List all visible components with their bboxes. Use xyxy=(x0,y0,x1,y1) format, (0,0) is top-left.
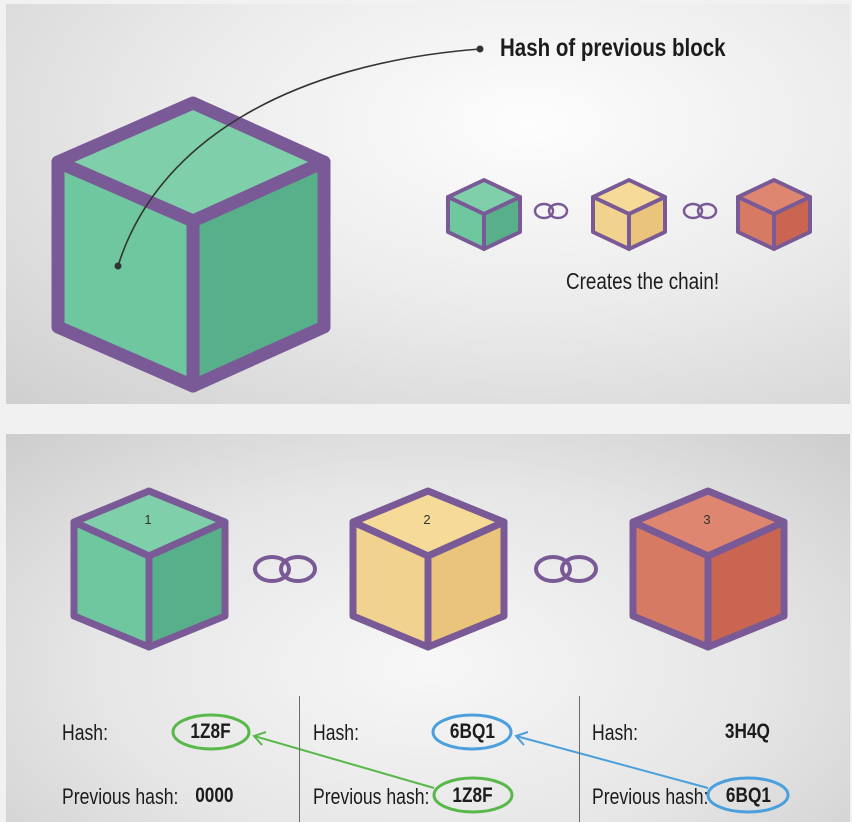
chain-link-icon-2 xyxy=(534,555,598,583)
small-chain-link-icon-1 xyxy=(533,202,569,220)
bottom-diagram xyxy=(70,487,790,814)
bottom-panel: 1 2 3 Hash: 1Z8F Previous hash: 0000 Has… xyxy=(6,434,850,822)
green-arrow-line xyxy=(253,735,435,789)
large-block-icon xyxy=(51,96,331,393)
block-3-previous-hash-value: 6BQ1 xyxy=(725,784,771,807)
block-1-previous-hash-label: Previous hash: xyxy=(62,784,179,809)
block-2-number: 2 xyxy=(423,512,431,527)
small-yellow-block-icon xyxy=(591,178,667,251)
top-panel: Hash of previous block Creates the chain… xyxy=(6,4,850,404)
block-2-icon xyxy=(349,487,508,651)
block-2-previous-hash-value: 1Z8F xyxy=(452,784,494,807)
hash-1-highlight-circle xyxy=(171,713,251,751)
column-divider-1 xyxy=(299,696,300,822)
block-1-number: 1 xyxy=(144,512,152,527)
pointer-line xyxy=(117,48,481,267)
block-1-icon xyxy=(70,487,229,651)
column-divider-2 xyxy=(579,696,580,822)
block-3-previous-hash-label: Previous hash: xyxy=(592,784,709,809)
hash-2-highlight-circle xyxy=(431,713,513,751)
block-2-previous-hash-label: Previous hash: xyxy=(313,784,430,809)
block-2-hash-value: 6BQ1 xyxy=(449,720,495,743)
chain-caption: Creates the chain! xyxy=(566,268,720,294)
prev-hash-3-highlight-circle xyxy=(706,776,790,814)
blue-arrow-head xyxy=(514,731,529,746)
chain-link-icon-1 xyxy=(253,555,317,583)
block-3-hash-label: Hash: xyxy=(592,720,638,745)
top-diagram xyxy=(51,45,812,393)
small-chain-link-icon-2 xyxy=(682,202,718,220)
blue-arrow-line xyxy=(515,735,709,789)
pointer-dot-start xyxy=(114,262,122,270)
block-3-icon xyxy=(629,487,788,651)
small-red-block-icon xyxy=(736,178,812,251)
block-2-hash-label: Hash: xyxy=(313,720,359,745)
block-1-previous-hash-value: 0000 xyxy=(194,784,234,807)
pointer-dot-end xyxy=(476,45,484,53)
block-3-hash-value: 3H4Q xyxy=(724,720,770,743)
hash-of-previous-block-label: Hash of previous block xyxy=(500,34,726,62)
block-1-hash-label: Hash: xyxy=(62,720,108,745)
block-3-number: 3 xyxy=(703,512,711,527)
block-1-hash-value: 1Z8F xyxy=(190,720,232,743)
green-arrow-head xyxy=(252,731,267,746)
prev-hash-2-highlight-circle xyxy=(432,776,514,814)
small-green-block-icon xyxy=(446,178,522,251)
